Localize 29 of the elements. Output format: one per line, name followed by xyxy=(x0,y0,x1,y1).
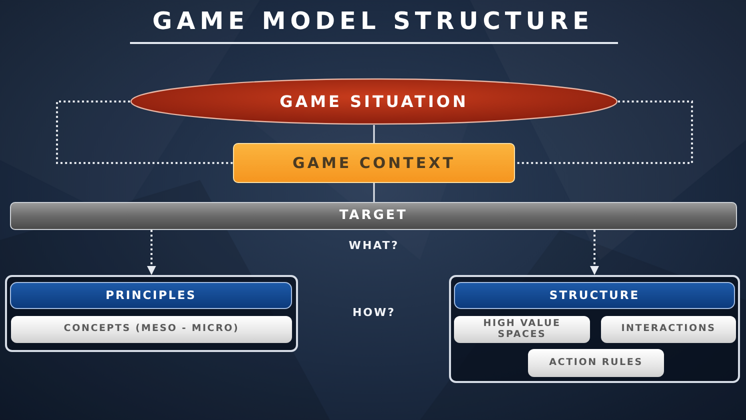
connector-line xyxy=(56,100,233,164)
arrow xyxy=(147,230,156,275)
node-label: CONCEPTS (MESO - MICRO) xyxy=(64,324,240,335)
diagram-title: GAME MODEL STRUCTURE xyxy=(152,9,594,33)
node-label: ACTION RULES xyxy=(549,358,643,368)
header-bar xyxy=(10,282,292,309)
node-label: PRINCIPLES xyxy=(106,289,196,302)
target-bar xyxy=(10,202,737,230)
node-label: HIGH VALUE SPACES xyxy=(482,319,562,340)
connector-line xyxy=(373,183,375,202)
node-label: GAME CONTEXT xyxy=(292,154,456,172)
node-label: TARGET xyxy=(339,208,408,224)
question-label: WHAT? xyxy=(348,239,400,252)
node-label: STRUCTURE xyxy=(549,289,640,302)
oval-banner xyxy=(130,78,618,125)
concept-pill xyxy=(454,316,590,343)
concept-pill xyxy=(528,349,664,377)
node-label: GAME SITUATION xyxy=(280,92,468,110)
group-panel xyxy=(449,275,740,383)
question-label: HOW? xyxy=(352,306,396,319)
connector-line xyxy=(515,100,693,164)
concept-pill xyxy=(11,316,292,343)
context-box xyxy=(233,143,515,183)
header-bar xyxy=(454,282,735,309)
group-panel xyxy=(5,275,298,352)
concept-pill xyxy=(601,316,736,343)
node-label: INTERACTIONS xyxy=(621,324,716,335)
arrow xyxy=(590,230,599,275)
connector-line xyxy=(373,125,375,143)
